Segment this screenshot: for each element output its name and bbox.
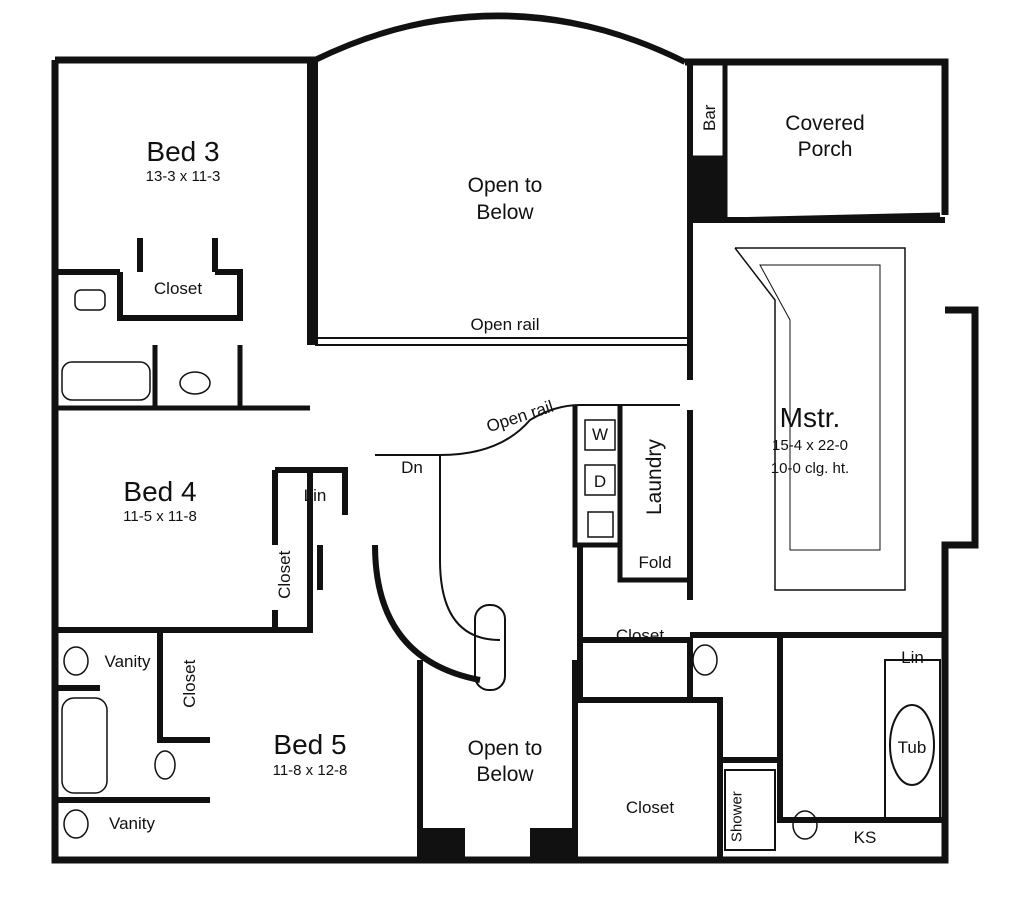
bed3-dims: 13-3 x 11-3 [145,168,221,185]
bed3-name: Bed 3 [146,136,220,167]
laundry-sink [587,511,614,538]
exterior-wall [51,56,979,864]
master-dims: 15-4 x 22-0 [772,437,848,454]
bed5-walls [55,545,323,803]
closet-bed3-label: Closet [153,279,203,298]
shower-label: Shower [728,791,746,843]
bed5-dims: 11-8 x 12-8 [272,762,348,779]
bed5-name: Bed 5 [273,729,347,760]
open-below-bottom-line2: Below [476,763,534,786]
dn-label: Dn [401,458,423,477]
tub-shape [889,704,935,786]
vanity-bottom-sink [63,809,89,839]
master-toilet [692,644,718,676]
vanity-bottom-label: Vanity [109,814,155,833]
covered-porch-line2: Porch [797,138,853,161]
vanity-top-sink [63,646,89,676]
tub-surround [884,659,941,821]
bed3-walls [55,60,313,345]
stair-newel [474,604,506,691]
stair-outline [375,454,501,641]
stair-column-right [530,828,575,860]
closet-bottom-label: Closet [625,798,675,817]
shower-block [724,769,776,851]
master-ceiling: 10-0 clg. ht. [770,460,850,477]
open-below-top-line1: Open to [467,174,543,197]
bay-window-arc [313,12,687,65]
washer-label: W [591,425,609,444]
bed3-sink [179,371,211,395]
lin-upper-label: Lin [303,486,327,505]
open-below-top-line2: Below [476,201,534,224]
bed5-tub [61,697,108,794]
washer [584,419,616,451]
laundry-walls [572,405,690,583]
bay-window-arc-inner [324,17,676,59]
stair-column-left [420,828,465,860]
fold-label: Fold [638,553,672,572]
closet-bed5-label: Closet [180,659,200,708]
covered-porch-line1: Covered [785,112,865,135]
bed5-toilet [154,750,176,780]
ks-label: KS [853,828,877,847]
closet-bed4-label: Closet [275,550,295,599]
laundry-label: Laundry [642,439,666,516]
master-tray-inner [759,264,881,551]
stair-curve-outer [372,544,481,683]
dryer-label: D [593,472,607,491]
open-rail-top-label: Open rail [470,315,540,334]
master-sink [792,810,818,840]
closet-master-label: Closet [615,626,665,645]
lin-master-label: Lin [901,648,924,667]
master-name: Mstr. [779,402,841,433]
stair-walls [417,660,578,860]
bed4-dims: 11-5 x 11-8 [123,508,197,525]
open-below-bottom-line1: Open to [467,737,543,760]
bar-block [690,158,725,220]
bar-label: Bar [700,104,720,132]
lower-right-walls [577,545,945,860]
dryer [584,464,616,496]
vanity-top-label: Vanity [104,652,151,671]
master-walls [687,217,945,600]
bed3-bath [55,345,310,411]
bed4-name: Bed 4 [123,476,197,507]
master-tray [734,247,906,591]
open-rail-curve [439,404,680,456]
bed3-toilet [74,289,106,311]
bed3-tub [61,361,151,401]
tub-label: Tub [897,738,927,757]
